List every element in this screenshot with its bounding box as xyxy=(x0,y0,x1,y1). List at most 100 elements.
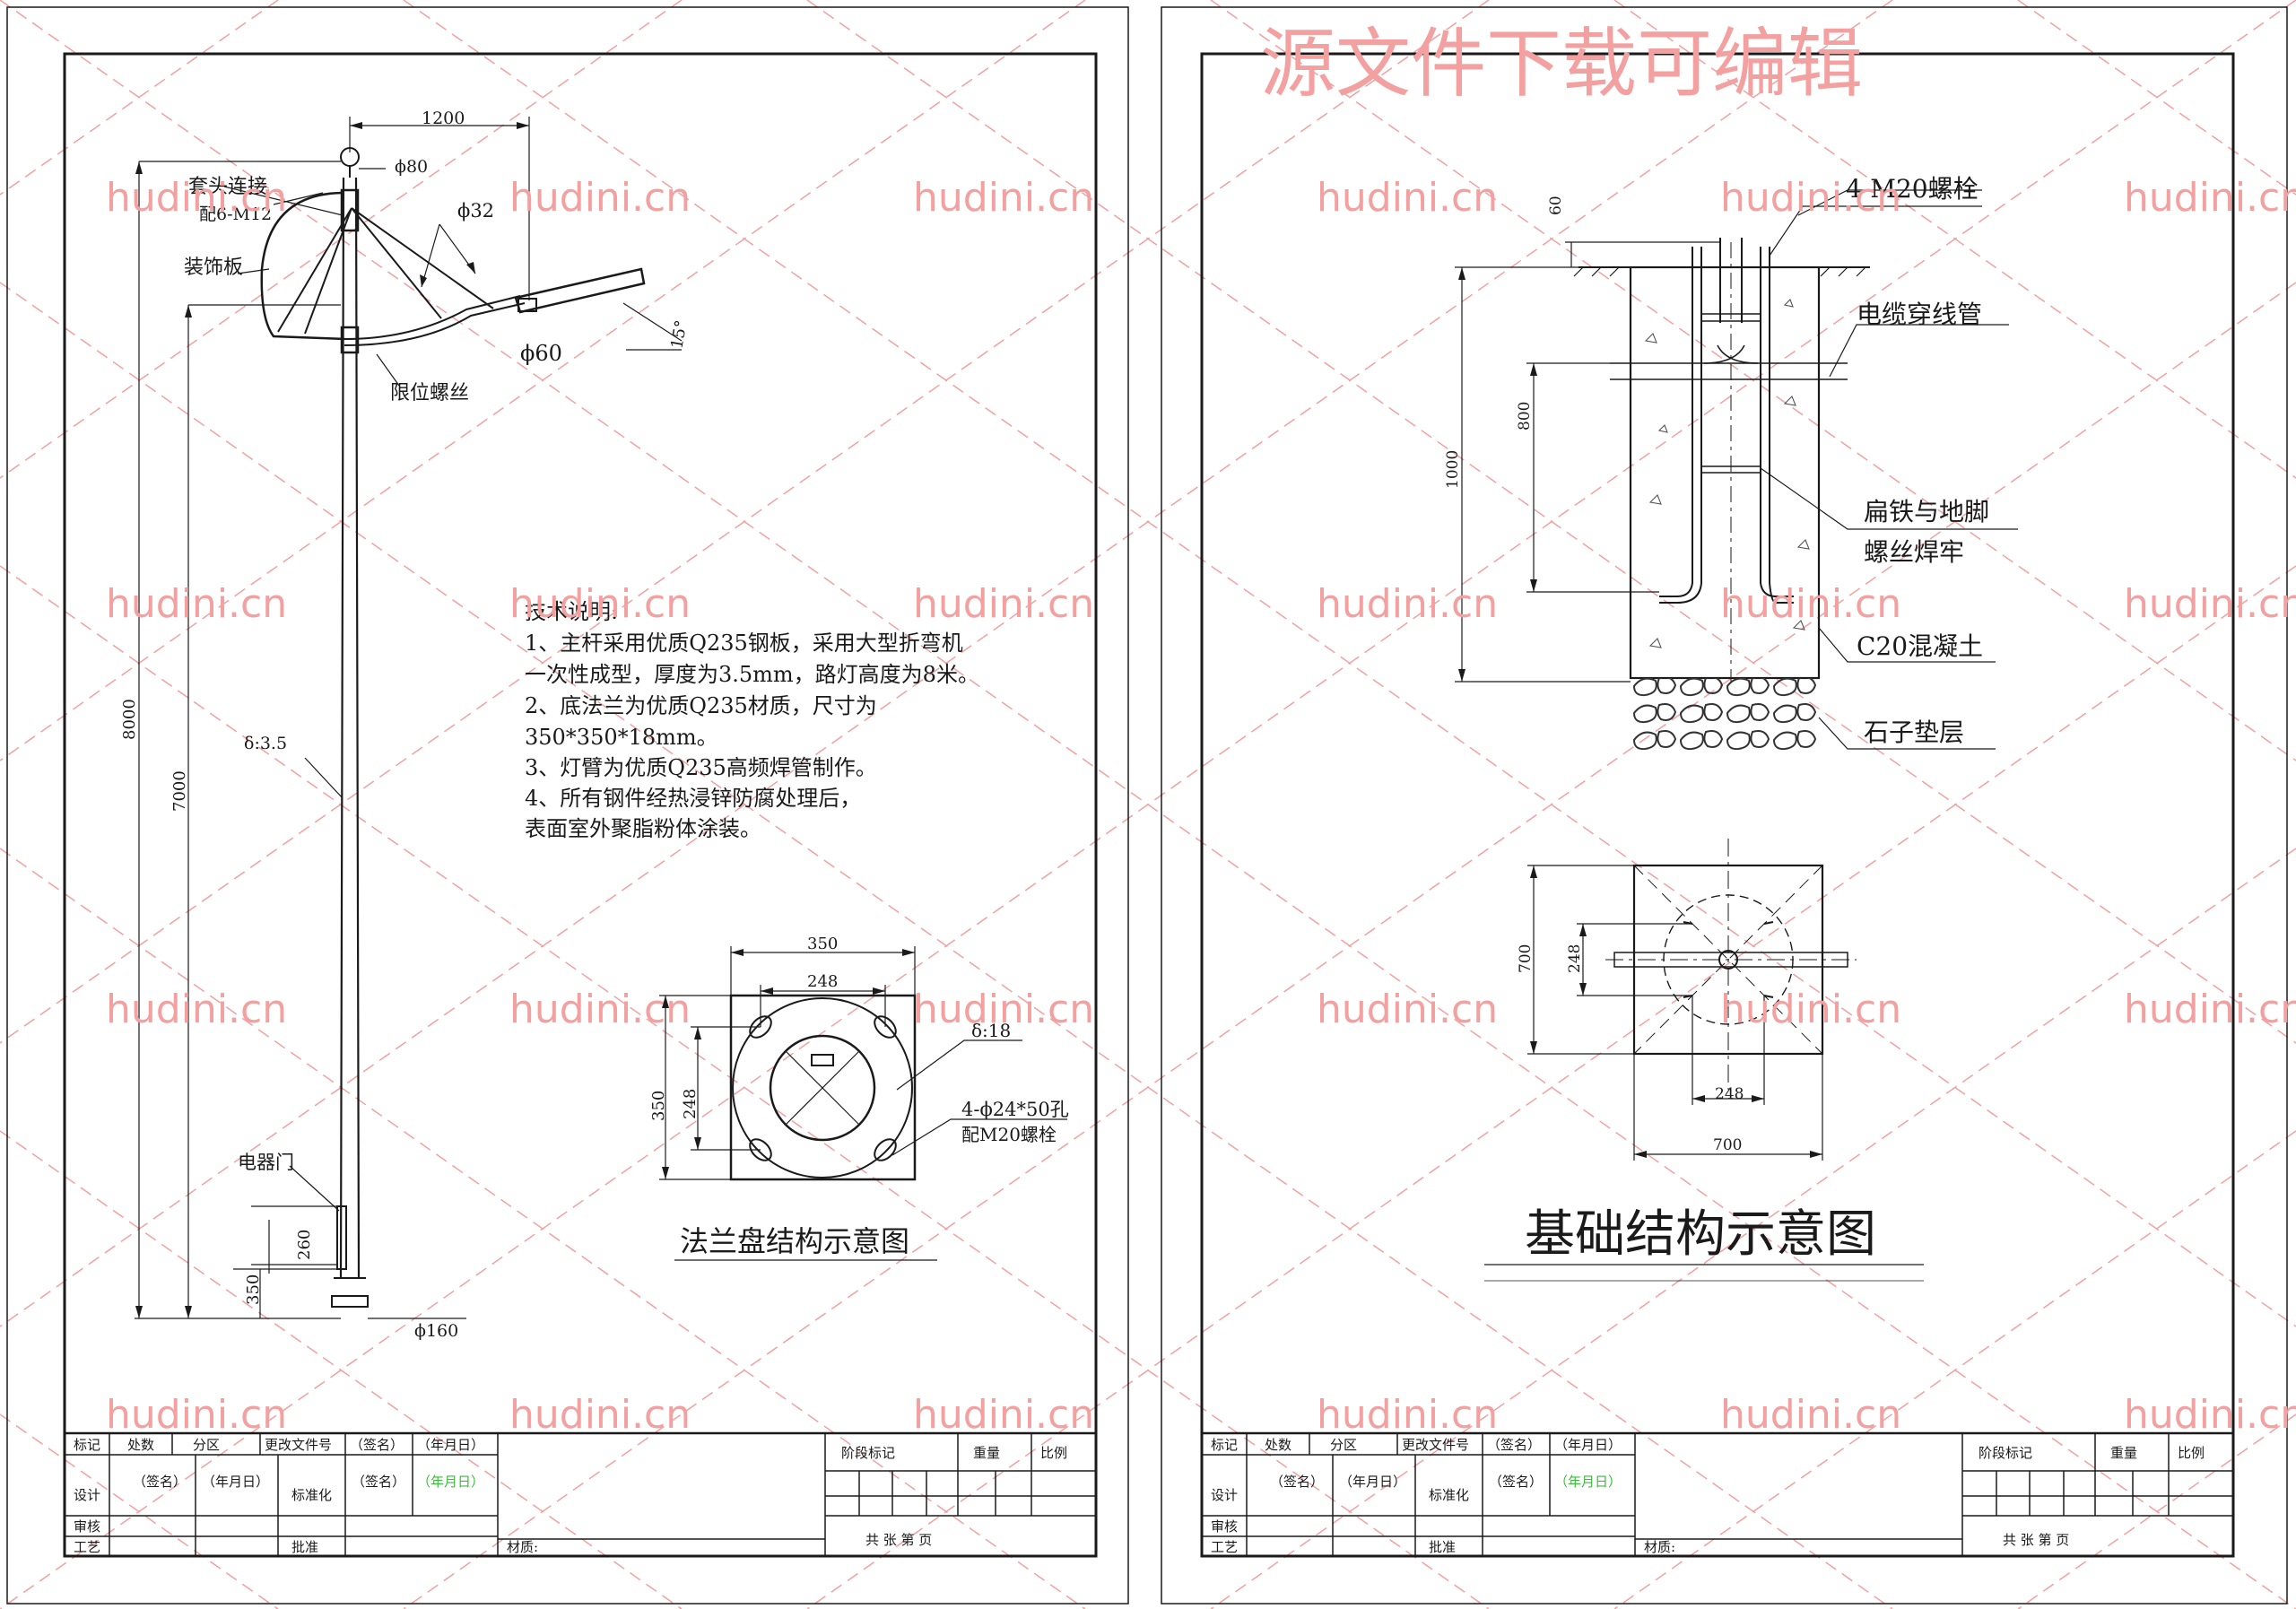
wm-8: hudini.cn xyxy=(509,581,691,627)
tb2-sheets: 共 张 第 页 xyxy=(2003,1532,2069,1548)
tb-material: 材质: xyxy=(507,1539,538,1555)
tb-col-sign: （签名） xyxy=(350,1437,404,1453)
note-line-7: 表面室外聚脂粉体涂装。 xyxy=(525,816,761,841)
tb2-col-change: 更改文件号 xyxy=(1402,1437,1469,1453)
tb-standard: 标准化 xyxy=(291,1487,332,1503)
dim-top-dia: ϕ80 xyxy=(395,157,428,177)
tb-review: 审核 xyxy=(74,1518,100,1535)
tb-col-zone: 分区 xyxy=(193,1437,220,1453)
flange-thickness: δ:18 xyxy=(971,1020,1011,1041)
dim-door-base: 350 xyxy=(244,1274,263,1305)
left-title-block xyxy=(63,1431,1098,1558)
flange-title: 法兰盘结构示意图 xyxy=(680,1224,909,1258)
dim-arm-angle: 15° xyxy=(667,318,691,350)
wm-13: hudini.cn xyxy=(106,987,287,1032)
foundation-labels: 60 800 1000 4-M20螺栓 电缆穿线管 扁铁与地脚 螺丝焊牢 C20… xyxy=(1444,174,1989,747)
right-sheet-frame xyxy=(1161,6,2288,1605)
wm-23: hudini.cn xyxy=(1720,1392,1901,1438)
dim-depth-800: 800 xyxy=(1516,402,1534,431)
dim-arm-width: 1200 xyxy=(422,109,465,128)
right-title-block-text: 标记 处数 分区 更改文件号 （签名） （年月日） 阶段标记 重量 比例 设计 … xyxy=(1211,1437,2205,1555)
tb2-sign: （签名） xyxy=(1270,1474,1324,1490)
wm-24: hudini.cn xyxy=(2124,1392,2296,1438)
label-sleeve-bolts: 配6-M12 xyxy=(199,204,272,224)
tb2-col-mark: 标记 xyxy=(1211,1437,1238,1453)
tb-date2: （年月日） xyxy=(417,1474,484,1490)
foundation-plan-labels: 700 248 248 700 基础结构示意图 xyxy=(1517,944,1876,1264)
tb-process: 工艺 xyxy=(74,1539,100,1555)
label-door: 电器门 xyxy=(238,1152,294,1173)
wm-14: hudini.cn xyxy=(509,987,691,1032)
tb-col-mark: 标记 xyxy=(74,1437,100,1453)
tb-col-count: 处数 xyxy=(127,1437,154,1453)
wm-21: hudini.cn xyxy=(913,1392,1094,1438)
flange-side-outer: 350 xyxy=(649,1091,668,1121)
tb-scale: 比例 xyxy=(1040,1445,1067,1461)
tb2-process: 工艺 xyxy=(1211,1539,1238,1555)
label-anchor-bolts: 4-M20螺栓 xyxy=(1846,174,1979,204)
wm-3: hudini.cn xyxy=(913,175,1094,221)
wm-banner: 源文件下载可编辑 xyxy=(1260,20,1863,108)
flange-inner: 248 xyxy=(807,972,838,991)
wm-18: hudini.cn xyxy=(2124,987,2296,1032)
plan-side-inner: 248 xyxy=(1566,944,1584,973)
wm-4: hudini.cn xyxy=(1317,175,1498,221)
tb2-design: 设计 xyxy=(1211,1487,1238,1503)
label-flat-iron-2: 螺丝焊牢 xyxy=(1864,537,1964,567)
tb-stage: 阶段标记 xyxy=(841,1445,895,1461)
tb2-sign2: （签名） xyxy=(1489,1474,1543,1490)
wm-6: hudini.cn xyxy=(2124,175,2296,221)
tb2-col-date: （年月日） xyxy=(1554,1437,1622,1453)
watermark-text: hudini.cn hudini.cn hudini.cn hudini.cn … xyxy=(106,20,2296,1438)
label-flat-iron-1: 扁铁与地脚 xyxy=(1864,497,1989,526)
wm-19: hudini.cn xyxy=(106,1392,287,1438)
flange-outer: 350 xyxy=(807,935,838,953)
label-concrete: C20混凝土 xyxy=(1857,631,1983,661)
dim-total-height: 8000 xyxy=(120,699,139,740)
dim-lower-height: 7000 xyxy=(170,770,189,812)
tb2-stage: 阶段标记 xyxy=(1979,1445,2032,1461)
tech-notes: 技术说明: 1、主杆采用优质Q235钢板，采用大型折弯机 一次性成型，厚度为3.… xyxy=(525,599,979,841)
tb-approve: 批准 xyxy=(291,1539,318,1555)
dim-depth-1000: 1000 xyxy=(1444,450,1462,489)
label-limit-screw: 限位螺丝 xyxy=(390,382,469,404)
note-line-5: 3、灯臂为优质Q235高频焊管制作。 xyxy=(525,755,877,780)
wm-7: hudini.cn xyxy=(106,581,287,627)
flange-labels: 350 248 350 248 δ:18 4-ϕ24*50孔 配M20螺栓 法兰… xyxy=(649,935,1069,1258)
plan-bottom-inner: 248 xyxy=(1715,1085,1744,1103)
tb2-col-count: 处数 xyxy=(1265,1437,1292,1453)
tb2-col-sign: （签名） xyxy=(1487,1437,1541,1453)
note-line-4: 350*350*18mm。 xyxy=(525,725,718,750)
note-line-3: 2、底法兰为优质Q235材质，尺寸为 xyxy=(525,693,877,718)
tb-date: （年月日） xyxy=(202,1474,269,1490)
tb2-review: 审核 xyxy=(1211,1518,1238,1535)
tb-sheets: 共 张 第 页 xyxy=(865,1532,932,1548)
note-line-6: 4、所有钢件经热浸锌防腐处理后， xyxy=(525,786,861,811)
wm-15: hudini.cn xyxy=(913,987,1094,1032)
dim-top: 60 xyxy=(1547,196,1565,215)
lamp-pole-drawing xyxy=(135,117,683,1319)
note-line-1: 1、主杆采用优质Q235钢板，采用大型折弯机 xyxy=(525,631,963,656)
tb2-date: （年月日） xyxy=(1339,1474,1406,1490)
label-gravel: 石子垫层 xyxy=(1864,718,1964,747)
wm-20: hudini.cn xyxy=(509,1392,691,1438)
dim-base-dia: ϕ160 xyxy=(414,1321,458,1341)
wm-2: hudini.cn xyxy=(509,175,691,221)
tb2-approve: 批准 xyxy=(1429,1539,1456,1555)
wm-9: hudini.cn xyxy=(913,581,1094,627)
foundation-section xyxy=(1455,189,2018,750)
left-title-block-text: 标记 处数 分区 更改文件号 （签名） （年月日） 阶段标记 重量 比例 设计 … xyxy=(74,1437,1067,1555)
dim-brace-dia: ϕ32 xyxy=(457,200,494,222)
notes-title: 技术说明: xyxy=(525,599,618,624)
tb-weight: 重量 xyxy=(973,1445,1000,1461)
wm-16: hudini.cn xyxy=(1317,987,1498,1032)
tb-design: 设计 xyxy=(74,1487,100,1503)
tb-col-change: 更改文件号 xyxy=(265,1437,332,1453)
flange-bolts: 配M20螺栓 xyxy=(961,1124,1057,1145)
label-deco-plate: 装饰板 xyxy=(184,257,243,279)
flange-drawing xyxy=(659,946,1067,1261)
lamp-pole-labels: 1200 ϕ80 套头连接 配6-M12 ϕ32 装饰板 ϕ60 15° 限位螺… xyxy=(120,109,691,1341)
right-title-block xyxy=(1200,1431,2235,1558)
